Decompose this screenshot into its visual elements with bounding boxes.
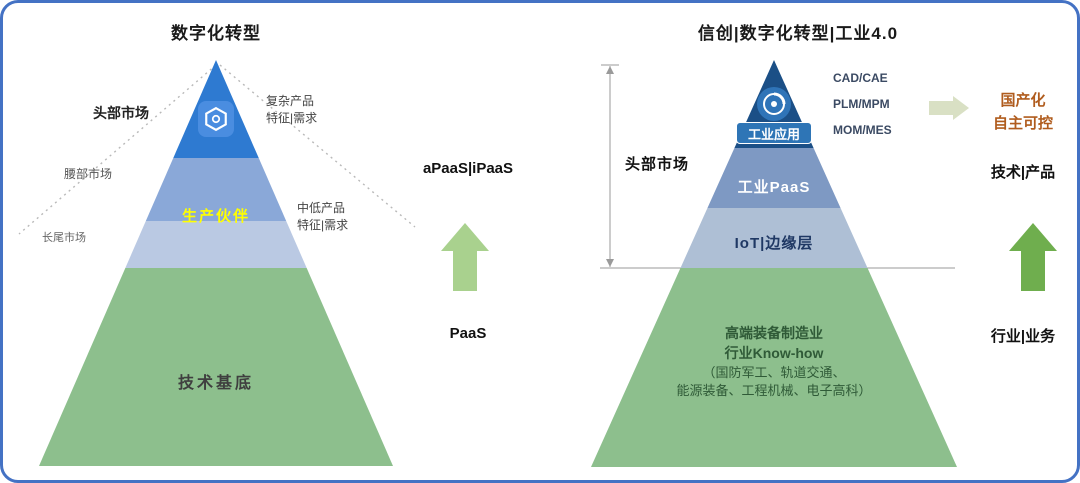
localization-line2: 自主可控 — [992, 115, 1053, 133]
knowhow-line2: 行业Know-how — [724, 345, 824, 362]
iot-edge-label: IoT|边缘层 — [734, 235, 814, 252]
left-market-waist: 腰部市场 — [63, 167, 112, 181]
right-market-head: 头部市场 — [624, 156, 689, 173]
left-market-tail: 长尾市场 — [42, 232, 86, 244]
plm-mpm-label: PLM/MPM — [833, 97, 890, 111]
left-title: 数字化转型 — [171, 24, 261, 43]
right-title: 信创|数字化转型|工业4.0 — [697, 24, 899, 43]
left-market-head: 头部市场 — [93, 105, 149, 121]
tech-base-label: 技术基底 — [177, 375, 254, 392]
complex-demand-line2: 特征|需求 — [266, 111, 318, 126]
midlow-demand-line2: 特征|需求 — [297, 218, 349, 233]
localization-line1: 国产化 — [1000, 92, 1046, 109]
up-arrow-light-icon — [441, 223, 489, 291]
up-arrow-green-icon — [1009, 223, 1057, 291]
midlow-demand-line1: 中低产品 — [297, 201, 346, 215]
tech-product-label: 技术|产品 — [990, 164, 1056, 181]
knowhow-line4: 能源装备、工程机械、电子高科） — [676, 382, 872, 398]
knowhow-line3: （国防军工、轨道交通、 — [702, 364, 846, 380]
complex-demand-line1: 复杂产品 — [266, 94, 315, 108]
knowhow-line1: 高端装备制造业 — [725, 325, 823, 341]
left-band-base — [39, 268, 393, 466]
partner-label: 生产伙伴 — [181, 208, 250, 225]
complex-demand-label: 复杂产品 特征|需求 — [266, 93, 346, 128]
hexagon-logo-icon — [198, 101, 234, 137]
industry-app-label: 工业应用 — [736, 122, 812, 144]
aperture-logo-icon — [757, 87, 791, 121]
cad-cae-label: CAD/CAE — [833, 71, 888, 85]
apaas-label: aPaaS|iPaaS — [422, 160, 514, 177]
industry-paas-label: 工业PaaS — [737, 179, 811, 196]
mom-mes-label: MOM/MES — [833, 123, 892, 137]
midlow-demand-label: 中低产品 特征|需求 — [297, 200, 377, 235]
right-arrow-pale-icon — [929, 96, 969, 120]
paas-label: PaaS — [449, 325, 487, 342]
industry-business-label: 行业|业务 — [990, 328, 1056, 345]
localization-label: 国产化 自主可控 — [971, 89, 1075, 136]
industry-knowhow-block: 高端装备制造业 行业Know-how （国防军工、轨道交通、 能源装备、工程机械… — [634, 323, 914, 400]
